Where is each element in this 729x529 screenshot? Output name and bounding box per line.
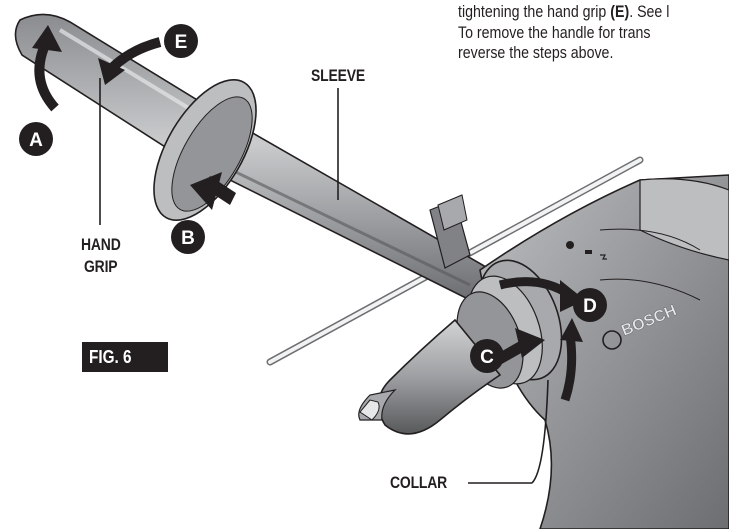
instruction-line-2: To remove the handle for trans — [458, 23, 651, 42]
side-handle — [14, 13, 502, 301]
rotate-arrow-e — [98, 37, 162, 85]
step-reference-e: (E) — [610, 3, 630, 21]
step-badge-d-label: D — [583, 296, 597, 317]
push-arrow-b — [190, 172, 236, 210]
step-badge-b: B — [171, 220, 205, 254]
figure-label: FIG. 6 — [82, 342, 168, 372]
leader-lines — [99, 78, 549, 484]
figure-label-text: FIG. 6 — [89, 347, 132, 367]
step-badge-c: C — [470, 339, 504, 373]
step-badge-b-label: B — [181, 228, 195, 249]
instruction-text: tightening the hand grip (E). See l To r… — [458, 2, 691, 64]
step-badge-e-label: E — [175, 32, 188, 53]
callout-hand-grip-line-1: HAND — [81, 235, 121, 254]
step-badge-e: E — [164, 24, 198, 58]
callout-collar: COLLAR — [390, 473, 448, 492]
step-badge-a-label: A — [29, 130, 43, 151]
step-badge-a: A — [19, 122, 53, 156]
rotate-arrow-a — [32, 25, 62, 112]
callout-hand-grip-line-2: GRIP — [84, 257, 118, 276]
instruction-line-3: reverse the steps above. — [458, 44, 614, 62]
step-badge-c-label: C — [480, 347, 494, 368]
instruction-line-1: tightening the hand grip (E). See l — [458, 3, 670, 21]
rotate-arrow-d — [498, 277, 585, 402]
step-badge-d: D — [573, 288, 607, 322]
callout-sleeve: SLEEVE — [311, 66, 366, 85]
